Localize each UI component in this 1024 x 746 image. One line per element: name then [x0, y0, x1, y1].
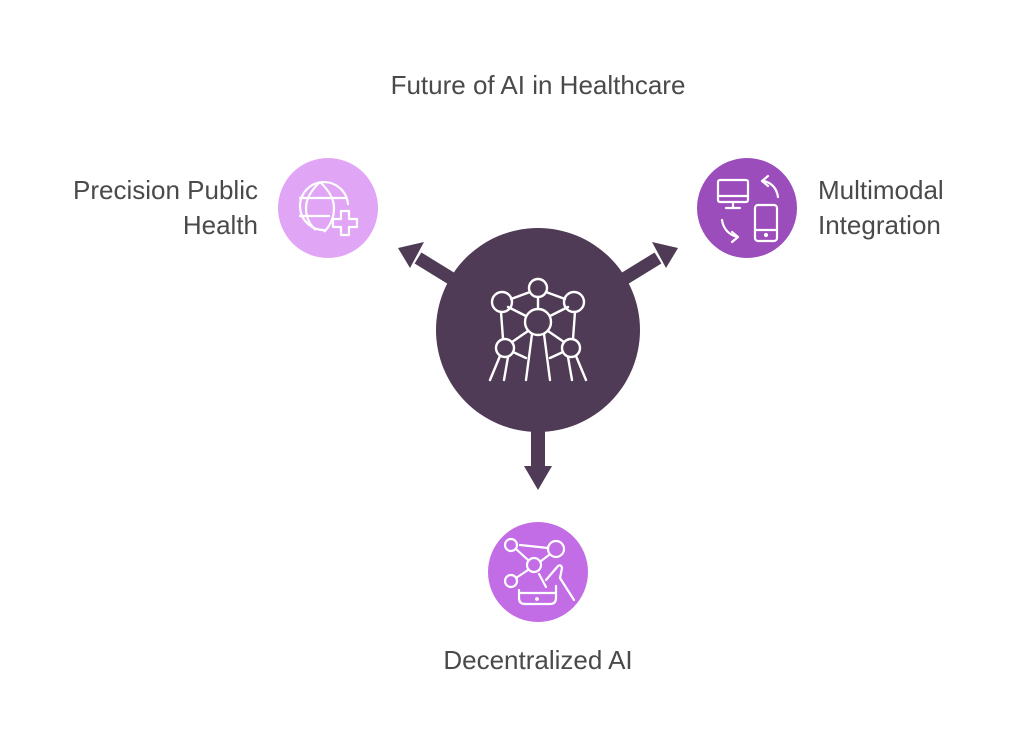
label-line: Precision Public — [73, 175, 258, 205]
globe-plus-icon — [298, 180, 359, 237]
label-multimodal-integration: Multimodal Integration — [818, 173, 944, 243]
network-hand-phone-icon — [503, 537, 576, 606]
center-node — [436, 228, 640, 432]
label-line: Decentralized AI — [443, 645, 633, 675]
label-line: Health — [182, 210, 258, 240]
label-line: Integration — [818, 210, 941, 240]
label-decentralized-ai: Decentralized AI — [0, 643, 1024, 678]
atomium-network-icon — [488, 277, 588, 382]
label-precision-public-health: Precision Public Health — [73, 173, 258, 243]
node-precision-public-health — [278, 158, 378, 258]
devices-sync-icon — [716, 174, 780, 244]
arrow-down — [524, 420, 552, 490]
label-line: Multimodal — [818, 175, 944, 205]
diagram-title: Future of AI in Healthcare — [390, 70, 686, 100]
node-multimodal-integration — [697, 158, 797, 258]
